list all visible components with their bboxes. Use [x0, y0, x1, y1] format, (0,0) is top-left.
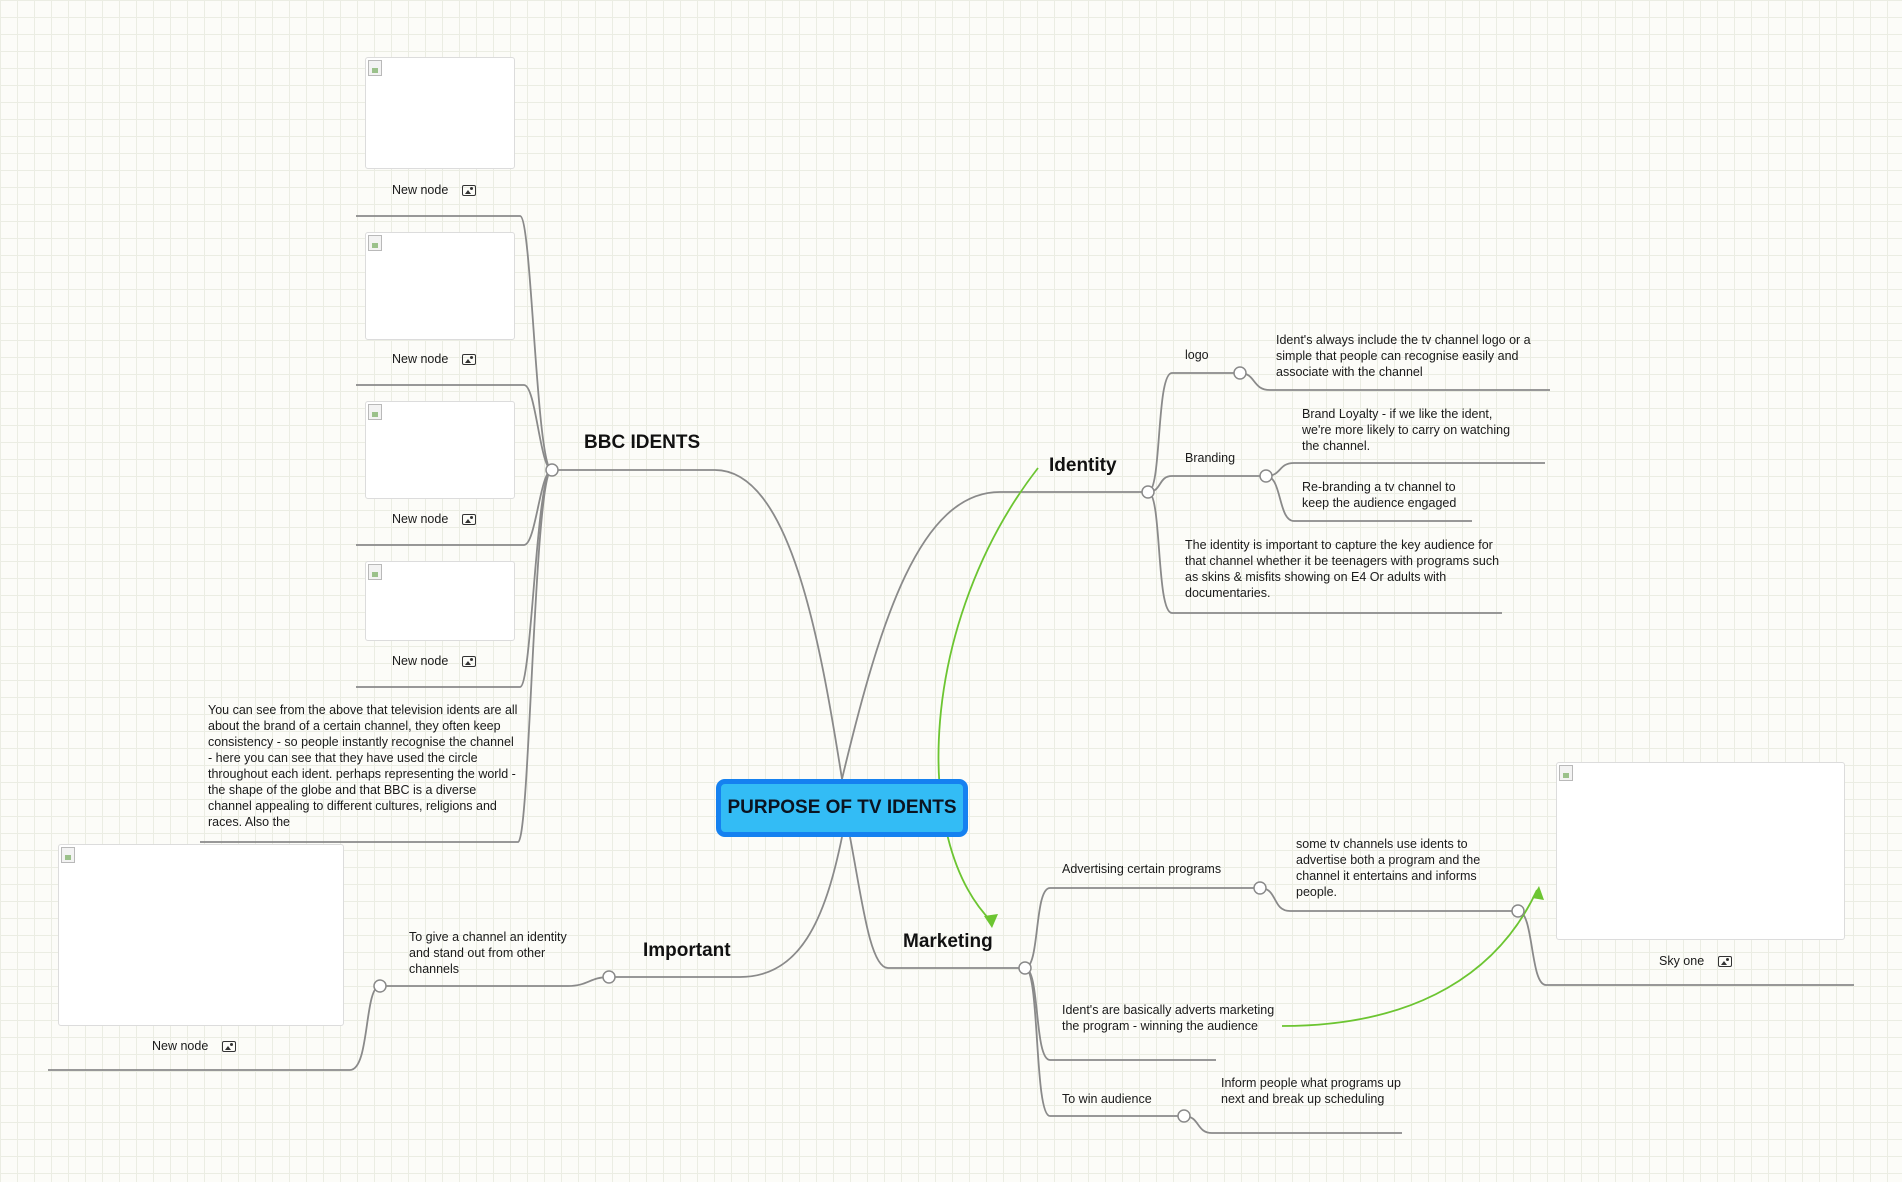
image-icon[interactable] [462, 513, 477, 525]
connector-center-marketing [849, 836, 1025, 969]
relationship-identity-marketing [937, 467, 1039, 923]
image-node-placeholder[interactable] [1556, 762, 1845, 940]
image-node-caption[interactable]: Sky one [1659, 954, 1733, 968]
subtopic-advertising[interactable]: Advertising certain programs [1062, 862, 1222, 876]
image-node-placeholder[interactable] [365, 232, 515, 340]
logo-detail[interactable]: Ident's always include the tv channel lo… [1276, 333, 1531, 379]
image-icon[interactable] [462, 184, 477, 196]
subtopic-win-audience[interactable]: To win audience [1062, 1092, 1152, 1106]
image-node-placeholder[interactable] [365, 401, 515, 499]
image-icon[interactable] [462, 353, 477, 365]
important-detail[interactable]: To give a channel an identity and stand … [409, 930, 567, 976]
caption-text: New node [392, 183, 449, 197]
junction-important [602, 970, 616, 984]
image-node-placeholder[interactable] [365, 561, 515, 641]
junction-identity [1141, 485, 1155, 499]
connector-center-bbc [552, 469, 843, 780]
broken-image-icon [61, 847, 75, 863]
subtopic-logo[interactable]: logo [1185, 348, 1209, 362]
image-node-caption[interactable]: New node [392, 654, 477, 668]
broken-image-icon [368, 564, 382, 580]
topic-identity[interactable]: Identity [1049, 455, 1117, 476]
broken-image-icon [368, 404, 382, 420]
relationship-adverts-skyone [1281, 889, 1538, 1027]
win-audience-detail[interactable]: Inform people what programs up next and … [1221, 1076, 1401, 1106]
caption-text: Sky one [1659, 954, 1705, 968]
bbc-idents-note[interactable]: You can see from the above that televisi… [208, 703, 518, 829]
junction-bbc [545, 463, 559, 477]
arrowhead-marketing [984, 914, 998, 928]
topic-bbc-idents[interactable]: BBC IDENTS [584, 432, 701, 453]
junction-logo [1233, 366, 1247, 380]
topic-important[interactable]: Important [643, 940, 731, 961]
image-node-placeholder[interactable] [58, 844, 344, 1026]
image-node-caption[interactable]: New node [392, 512, 477, 526]
image-icon[interactable] [462, 655, 477, 667]
central-topic[interactable]: PURPOSE OF TV IDENTS [716, 779, 968, 837]
image-node-placeholder[interactable] [365, 57, 515, 169]
caption-text: New node [392, 654, 449, 668]
subtopic-branding[interactable]: Branding [1185, 451, 1236, 465]
image-node-caption[interactable]: New node [392, 352, 477, 366]
junction-win-audience [1177, 1109, 1191, 1123]
arrowhead-skyone [1532, 886, 1544, 900]
junction-branding [1259, 469, 1273, 483]
broken-image-icon [368, 235, 382, 251]
junction-advertising-detail [1511, 904, 1525, 918]
image-node-caption[interactable]: New node [392, 183, 477, 197]
caption-text: New node [392, 352, 449, 366]
adverts-note[interactable]: Ident's are basically adverts marketing … [1062, 1003, 1275, 1033]
branding-detail-loyalty[interactable]: Brand Loyalty - if we like the ident, we… [1302, 407, 1511, 453]
caption-text: New node [392, 512, 449, 526]
central-topic-label: PURPOSE OF TV IDENTS [727, 797, 957, 818]
branding-detail-rebranding[interactable]: Re-branding a tv channel to keep the aud… [1302, 480, 1457, 510]
image-icon[interactable] [1718, 955, 1733, 967]
caption-text: New node [152, 1039, 209, 1053]
broken-image-icon [1559, 765, 1573, 781]
junction-advertising [1253, 881, 1267, 895]
advertising-detail[interactable]: some tv channels use idents to advertise… [1296, 837, 1481, 899]
connector-center-identity [841, 491, 1148, 780]
topic-marketing[interactable]: Marketing [903, 931, 993, 952]
connector-center-important [609, 836, 843, 978]
image-icon[interactable] [222, 1040, 237, 1052]
image-node-caption[interactable]: New node [152, 1039, 237, 1053]
broken-image-icon [368, 60, 382, 76]
junction-important-child [373, 979, 387, 993]
identity-note[interactable]: The identity is important to capture the… [1185, 538, 1500, 600]
junction-marketing [1018, 961, 1032, 975]
